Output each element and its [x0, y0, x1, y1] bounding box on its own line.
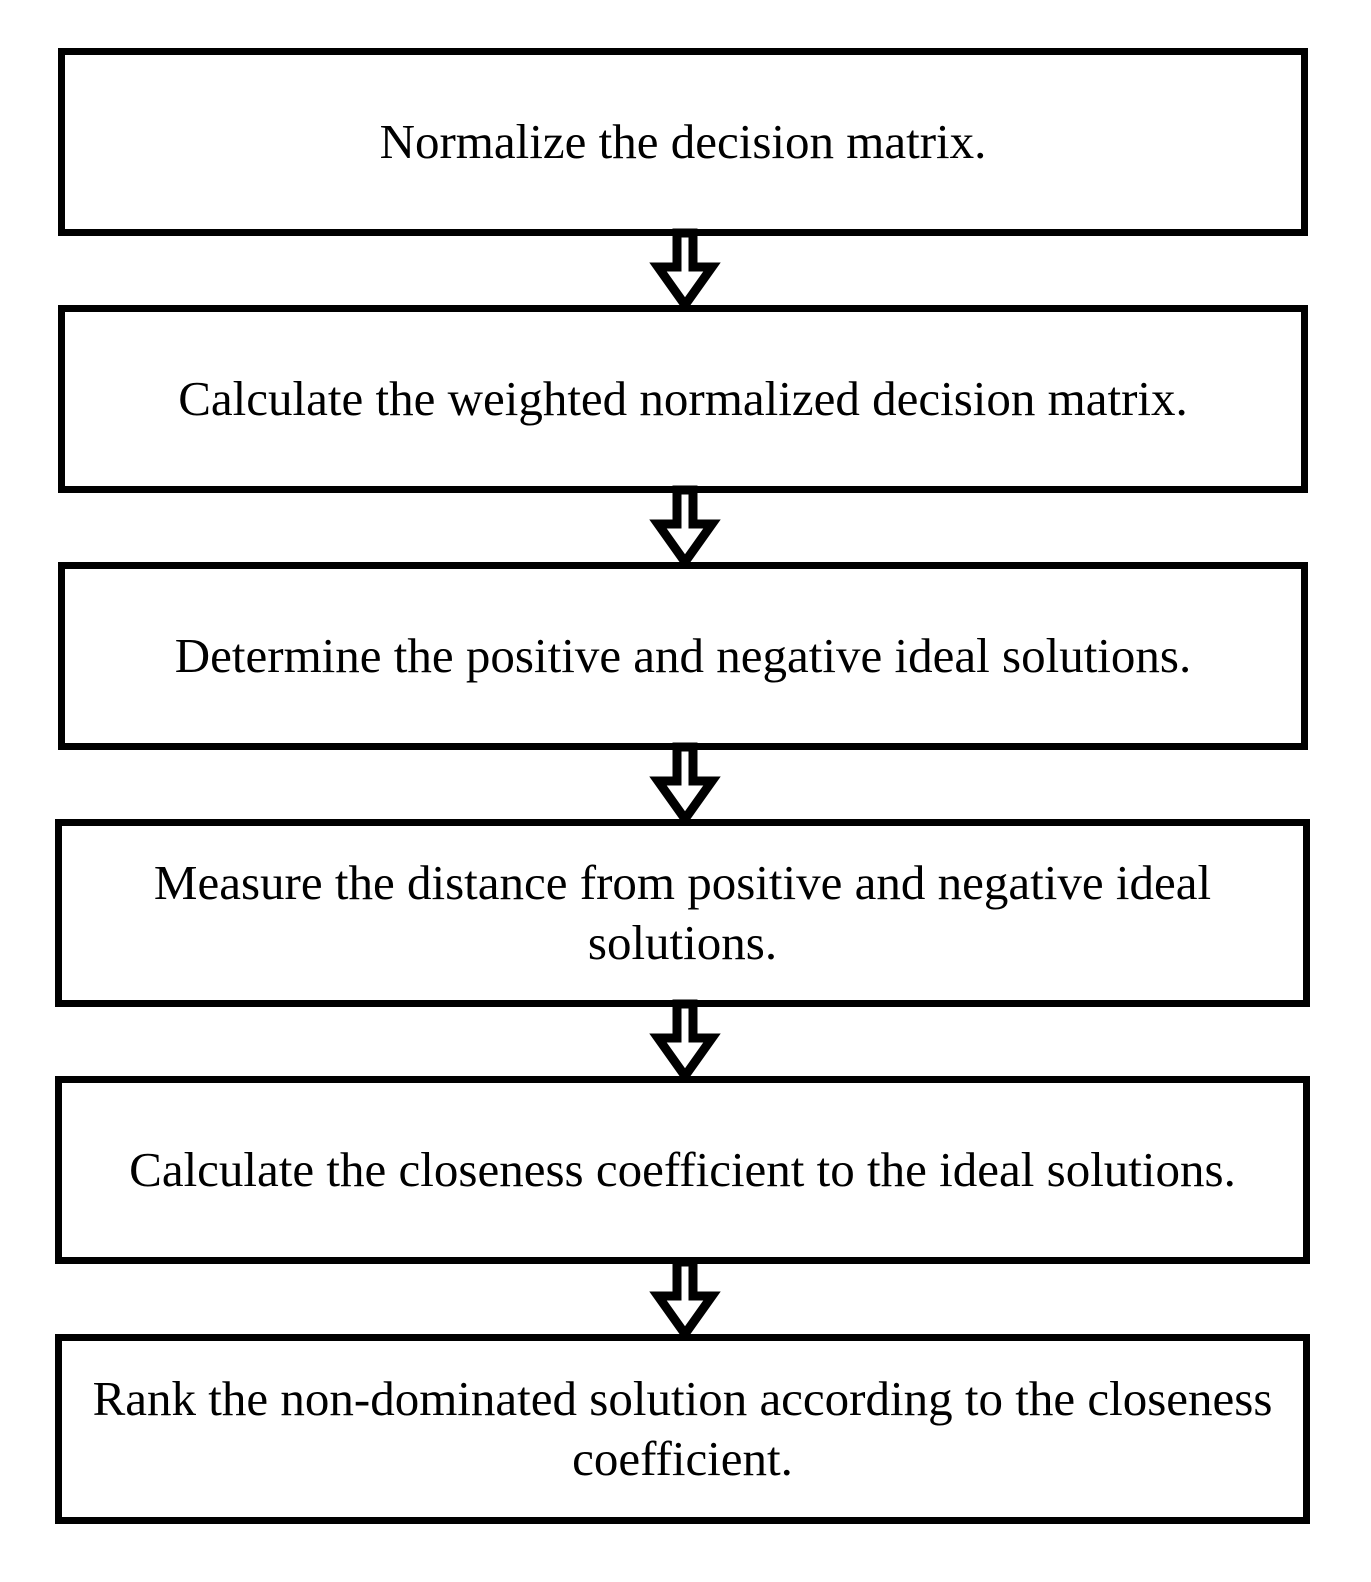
flowchart-step-4: Measure the distance from positive and n…	[55, 819, 1310, 1007]
arrow-down-icon	[649, 1257, 721, 1342]
flowchart-step-3: Determine the positive and negative idea…	[58, 562, 1308, 750]
arrow-down-icon	[649, 999, 721, 1084]
flowchart-step-1: Normalize the decision matrix.	[58, 48, 1308, 236]
arrow-down-icon	[649, 485, 721, 570]
flowchart-step-3-label: Determine the positive and negative idea…	[174, 628, 1192, 684]
flowchart-step-5: Calculate the closeness coefficient to t…	[55, 1076, 1310, 1264]
flowchart-step-1-label: Normalize the decision matrix.	[379, 114, 987, 170]
flowchart-step-4-label: Measure the distance from positive and n…	[153, 855, 1212, 970]
flowchart-step-5-label: Calculate the closeness coefficient to t…	[129, 1142, 1236, 1198]
flowchart-step-6-label: Rank the non-dominated solution accordin…	[92, 1371, 1273, 1486]
flowchart-connector-5	[649, 1257, 721, 1342]
flowchart-step-6: Rank the non-dominated solution accordin…	[55, 1334, 1310, 1524]
flowchart-connector-4	[649, 999, 721, 1084]
arrow-down-icon	[649, 228, 721, 313]
flowchart-step-2-label: Calculate the weighted normalized decisi…	[178, 371, 1188, 427]
flowchart-connector-3	[649, 742, 721, 827]
flowchart-connector-1	[649, 228, 721, 313]
arrow-down-icon	[649, 742, 721, 827]
flowchart-connector-2	[649, 485, 721, 570]
flowchart-step-2: Calculate the weighted normalized decisi…	[58, 305, 1308, 493]
